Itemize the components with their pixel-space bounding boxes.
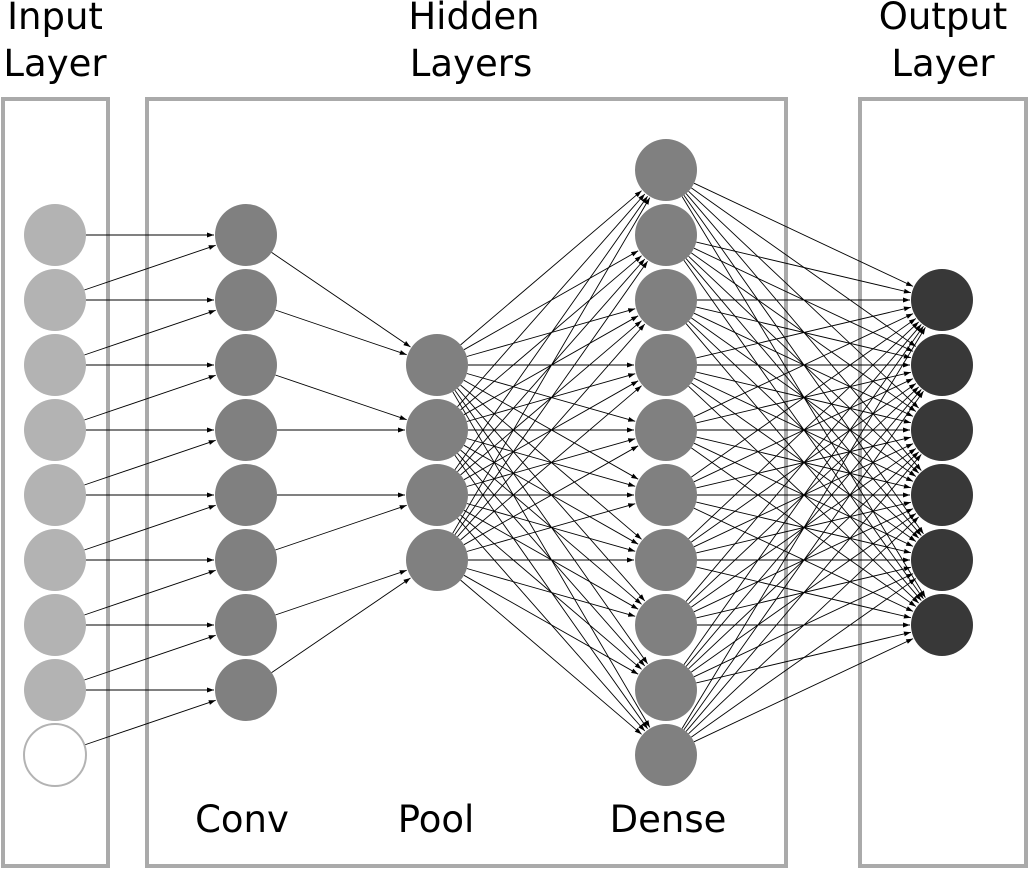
edge-dense-to-output: [696, 306, 912, 359]
output-layer-title-line1: Output: [879, 0, 1008, 38]
edge-dense-to-output: [688, 516, 920, 735]
dense-node: [635, 399, 697, 461]
neurons: [23, 139, 973, 787]
input-node: [24, 659, 86, 721]
dense-node: [635, 139, 697, 201]
edge-dense-to-output: [693, 313, 914, 418]
pool-node: [406, 334, 468, 396]
input-node: [24, 594, 86, 656]
hidden-layers-title-line1: Hidden: [408, 0, 539, 38]
edge-dense-to-output: [693, 182, 914, 287]
input-node-empty: [23, 723, 87, 787]
edge-dense-to-output: [696, 241, 912, 294]
conv-node: [215, 334, 277, 396]
input-layer-title-line1: Input: [7, 0, 103, 38]
edge-dense-to-output: [685, 454, 922, 732]
edge-pool-to-dense: [454, 260, 648, 535]
conv-node: [215, 204, 277, 266]
dense-label: Dense: [610, 798, 727, 841]
input-node: [24, 399, 86, 461]
edge-pool-to-dense: [463, 445, 639, 546]
edge-pool-to-dense: [460, 190, 642, 346]
dense-node: [635, 269, 697, 331]
edge-dense-to-output: [685, 324, 922, 602]
edge-input-to-conv: [84, 374, 216, 421]
edge-pool-to-dense: [466, 503, 636, 552]
output-layer-title-line2: Layer: [891, 42, 995, 85]
dense-node: [635, 529, 697, 591]
conv-node: [215, 659, 277, 721]
hidden-layers-box: [145, 97, 788, 868]
dense-node: [635, 204, 697, 266]
edge-input-to-conv: [84, 569, 216, 616]
edge-dense-to-output: [693, 638, 914, 743]
edge-input-to-conv: [84, 699, 216, 746]
conv-node: [215, 269, 277, 331]
output-node: [911, 334, 973, 396]
input-node: [24, 269, 86, 331]
conv-node: [215, 464, 277, 526]
output-node: [911, 464, 973, 526]
edge-pool-to-dense: [460, 385, 642, 541]
edge-input-to-conv: [84, 439, 216, 486]
conv-node: [215, 529, 277, 591]
connections: [84, 182, 926, 746]
pool-node: [406, 399, 468, 461]
dense-node: [635, 464, 697, 526]
dense-node: [635, 659, 697, 721]
output-node: [911, 594, 973, 656]
edge-pool-to-dense: [463, 574, 639, 675]
hidden-layers-title-line2: Layers: [410, 42, 532, 85]
conv-node: [215, 594, 277, 656]
edge-dense-to-output: [683, 390, 924, 730]
edge-conv-to-pool: [275, 374, 407, 421]
edge-conv-to-pool: [271, 252, 411, 348]
conv-node: [215, 399, 277, 461]
edge-input-to-conv: [84, 504, 216, 551]
edge-input-to-conv: [84, 244, 216, 291]
dense-node: [635, 334, 697, 396]
edge-pool-to-dense: [452, 197, 651, 534]
edge-pool-to-dense: [460, 579, 642, 735]
edge-dense-to-output: [691, 318, 917, 478]
edge-pool-to-dense: [457, 193, 646, 407]
edge-conv-to-pool: [275, 309, 407, 356]
edge-pool-to-dense: [457, 323, 646, 537]
edge-input-to-conv: [84, 309, 216, 356]
input-node: [24, 204, 86, 266]
pool-node: [406, 529, 468, 591]
dense-node: [635, 594, 697, 656]
conv-label: Conv: [195, 798, 289, 841]
edge-pool-to-dense: [454, 195, 648, 470]
output-node: [911, 529, 973, 591]
input-node: [24, 464, 86, 526]
edge-conv-to-pool: [275, 504, 407, 551]
edge-conv-to-pool: [271, 577, 411, 673]
output-node: [911, 399, 973, 461]
pool-label: Pool: [398, 798, 475, 841]
edge-input-to-conv: [84, 634, 216, 681]
input-node: [24, 529, 86, 591]
input-layer-box: [1, 97, 110, 868]
edge-conv-to-pool: [275, 569, 407, 616]
output-node: [911, 269, 973, 331]
edge-dense-to-output: [683, 325, 924, 665]
input-layer-title-line2: Layer: [3, 42, 107, 85]
input-node: [24, 334, 86, 396]
edge-dense-to-output: [688, 321, 920, 540]
edge-pool-to-dense: [466, 568, 636, 617]
edge-dense-to-output: [691, 578, 917, 738]
pool-node: [406, 464, 468, 526]
dense-node: [635, 724, 697, 786]
edge-dense-to-output: [681, 327, 926, 729]
